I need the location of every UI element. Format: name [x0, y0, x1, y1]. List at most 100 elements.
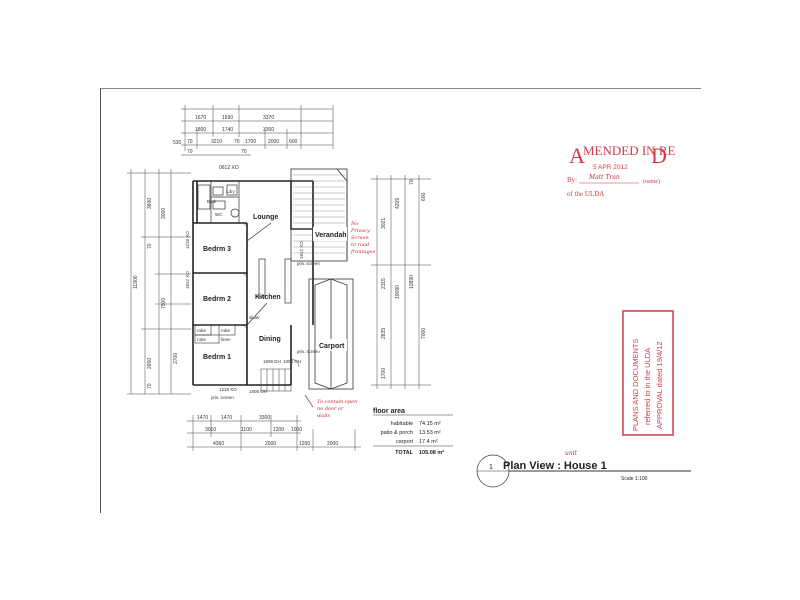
drawing-sheet: 1670 1690 3370 1800 1740 3300 530 70 321…	[100, 88, 701, 513]
verandah-label-bg	[313, 227, 347, 241]
room-wc: WC	[215, 212, 223, 217]
floor-area-total-value: 105.08 m²	[419, 449, 444, 456]
dim-right-outer-1: 4209	[395, 198, 401, 209]
verandah-note-3: Screen	[351, 235, 369, 241]
dim-bottom-1c: 3300	[259, 415, 270, 421]
floor-area-label-1: habitable	[391, 421, 413, 427]
dim-top-2b: 1740	[222, 127, 233, 133]
stamp-mended: MENDED IN RE	[583, 143, 675, 158]
room-dining: Dining	[259, 336, 281, 343]
window-label-1: 1218 XO	[219, 387, 237, 392]
dim-top-4c: 70	[241, 149, 247, 155]
dim-left-4: 70	[147, 383, 153, 389]
stamp-plans-line-3: APPROVAL dated 19/4/12	[655, 341, 664, 429]
dim-bottom-2c: 1200	[273, 427, 284, 433]
room-bedrm2: Bedrm 2	[203, 296, 231, 303]
dim-right-3: 2835	[381, 328, 387, 339]
floor-area-value-2: 13.53 m²	[419, 430, 441, 436]
dim-left-outer: 11900	[133, 275, 139, 289]
window-label-7: 1218 XO	[185, 231, 190, 249]
floor-area-table: floor area habitable 74.15 m² patio & po…	[373, 408, 453, 456]
bottom-note-3: walls	[317, 413, 330, 419]
window-label-6: 1812 XO	[185, 271, 190, 289]
dim-left-1: 3600	[147, 198, 153, 209]
robe-label-3: robe	[197, 337, 207, 342]
dim-bottom-3a: 4360	[213, 441, 224, 447]
stamp-letter-d: D	[651, 143, 667, 168]
dim-bottom-2b: 1100	[241, 427, 252, 433]
dim-top-3e: 1700	[245, 139, 256, 145]
dim-bottom-2a: 3010	[205, 427, 216, 433]
dim-right-outer-3: 10890	[409, 275, 415, 289]
bottom-note-1: To contain open	[317, 399, 357, 405]
carport	[308, 278, 354, 390]
dim-right-1: 3021	[381, 218, 387, 229]
dim-top-1c: 3370	[263, 115, 274, 121]
stamp-plans-line-1: PLANS AND DOCUMENTS	[631, 338, 640, 431]
door-swings	[240, 222, 300, 368]
window-label-4: 1808 OH	[283, 359, 301, 364]
dim-top-3g: 600	[289, 139, 298, 145]
linen-label: linen	[221, 337, 231, 342]
stamp-by-label: By:	[567, 176, 577, 184]
dim-bottom-1b: 1470	[221, 415, 232, 421]
dim-right-2: 2115	[381, 278, 387, 289]
stamp-letter-a: A	[569, 143, 585, 168]
robe-label-2: robe	[221, 328, 231, 333]
dim-top-4a: 0612 XO	[219, 165, 239, 171]
dim-right-outer-4: 7000	[421, 328, 427, 339]
plan-title-block: 1 Plan View : House 1 unit Scale 1:100	[476, 450, 691, 488]
dim-top-3b: 70	[187, 139, 193, 145]
room-verandah: Verandah	[315, 232, 347, 239]
dim-bottom-3b: 2000	[265, 441, 276, 447]
verandah-note-2: Privacy	[350, 228, 370, 234]
dim-top-4b: 70	[187, 149, 193, 155]
dim-right-4: 1700	[381, 368, 387, 379]
right-dimension-lines	[371, 175, 431, 389]
plans-documents-stamp: PLANS AND DOCUMENTS referred to in the U…	[622, 310, 674, 436]
robe-label-1: robe	[197, 328, 207, 333]
dim-left-mid-1: 3000	[161, 208, 167, 219]
carport-label-bg	[317, 339, 347, 351]
bottom-note-2: no door or	[317, 406, 344, 412]
dim-top-3d: 70	[234, 139, 240, 145]
bottom-dimension-lines	[187, 415, 361, 451]
top-dimension-lines	[181, 105, 334, 156]
plan-title-annotation: unit	[565, 450, 578, 457]
wet-area-fixtures	[197, 181, 240, 223]
floor-area-label-3: carport	[396, 439, 414, 445]
red-note-arrow	[304, 394, 314, 408]
dim-left-3: 70	[147, 243, 153, 249]
floor-area-label-2: patio & porch	[381, 430, 413, 436]
room-bedrm1: Bedrm 1	[203, 354, 231, 361]
dim-top-1a: 1670	[195, 115, 206, 121]
dim-top-3f: 2000	[268, 139, 279, 145]
verandah-note-4: to road	[351, 242, 369, 248]
screen-label-2: priv. screen	[297, 261, 320, 266]
dim-top-2a: 1800	[195, 127, 206, 133]
entry-steps	[260, 368, 292, 392]
window-label-2: 1808 OH	[249, 389, 267, 394]
floor-area-value-1: 74.15 m²	[419, 421, 441, 427]
verandah-note-1: No	[350, 221, 358, 227]
dim-bottom-3d: 2000	[327, 441, 338, 447]
amended-in-red-stamp: A MENDED IN RE D 5 APR 2012 By: Matt Tra…	[567, 143, 675, 198]
dim-right-outer-5: 600	[421, 192, 427, 201]
verandah-note-5: frontages	[350, 249, 376, 255]
dim-left-mid-3: 2700	[173, 353, 179, 364]
window-label-5: 1812 XO	[299, 241, 304, 259]
dim-right-outer-6: 70	[409, 179, 415, 185]
stamp-plans-line-2: referred to in the ULDA	[643, 348, 652, 425]
dim-top-3a: 530	[173, 140, 182, 146]
dim-bottom-3c: 1200	[299, 441, 310, 447]
kitchen-bench	[246, 222, 292, 326]
dim-top-1b: 1690	[222, 115, 233, 121]
floor-area-total-label: TOTAL	[395, 450, 413, 456]
robes	[194, 324, 236, 344]
room-lounge: Lounge	[253, 214, 278, 221]
plan-number: 1	[489, 464, 493, 471]
dim-bottom-2d: 1000	[291, 427, 302, 433]
stamp-date: 5 APR 2012	[593, 164, 628, 171]
plan-title: Plan View : House 1	[503, 460, 607, 472]
window-label-3: 1808 DH	[263, 359, 281, 364]
